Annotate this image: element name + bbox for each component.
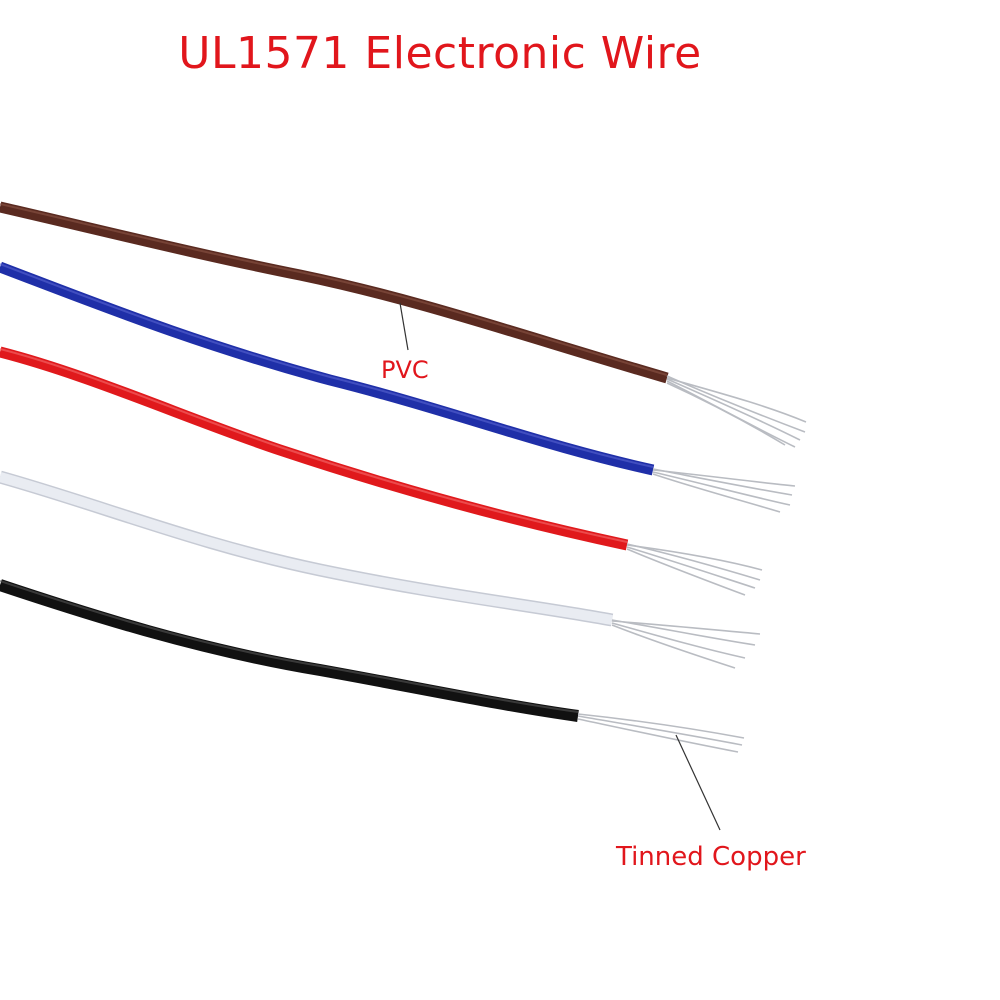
- wire-blue-strands: [652, 468, 796, 513]
- product-title: UL1571 Electronic Wire: [178, 28, 702, 79]
- wire-brown: [0, 201, 807, 448]
- wire-brown-strands: [666, 375, 807, 448]
- tinned-copper-label: Tinned Copper: [616, 842, 806, 872]
- wire-brown-highlight: [0, 203, 668, 376]
- wire-red-insulation: [0, 346, 629, 551]
- wire-white-strands: [611, 619, 761, 669]
- wire-white-outline: [0, 470, 614, 627]
- pvc-label: PVC: [381, 356, 429, 384]
- copper-leader-line: [675, 734, 721, 831]
- wire-red: [0, 346, 763, 596]
- wire-red-strands: [626, 543, 763, 596]
- wire-blue-insulation: [0, 261, 655, 476]
- wire-brown-insulation: [0, 201, 669, 384]
- wire-black-strands: [577, 713, 745, 753]
- wire-blue-highlight: [0, 263, 654, 468]
- wire-red-highlight: [0, 348, 628, 543]
- wire-black-insulation: [0, 579, 579, 722]
- wire-black-highlight: [0, 580, 579, 713]
- wire-black: [0, 579, 745, 753]
- pvc-leader-line: [399, 302, 409, 351]
- wire-white: [0, 470, 761, 669]
- wire-white-insulation: [0, 472, 613, 625]
- wire-blue: [0, 261, 796, 513]
